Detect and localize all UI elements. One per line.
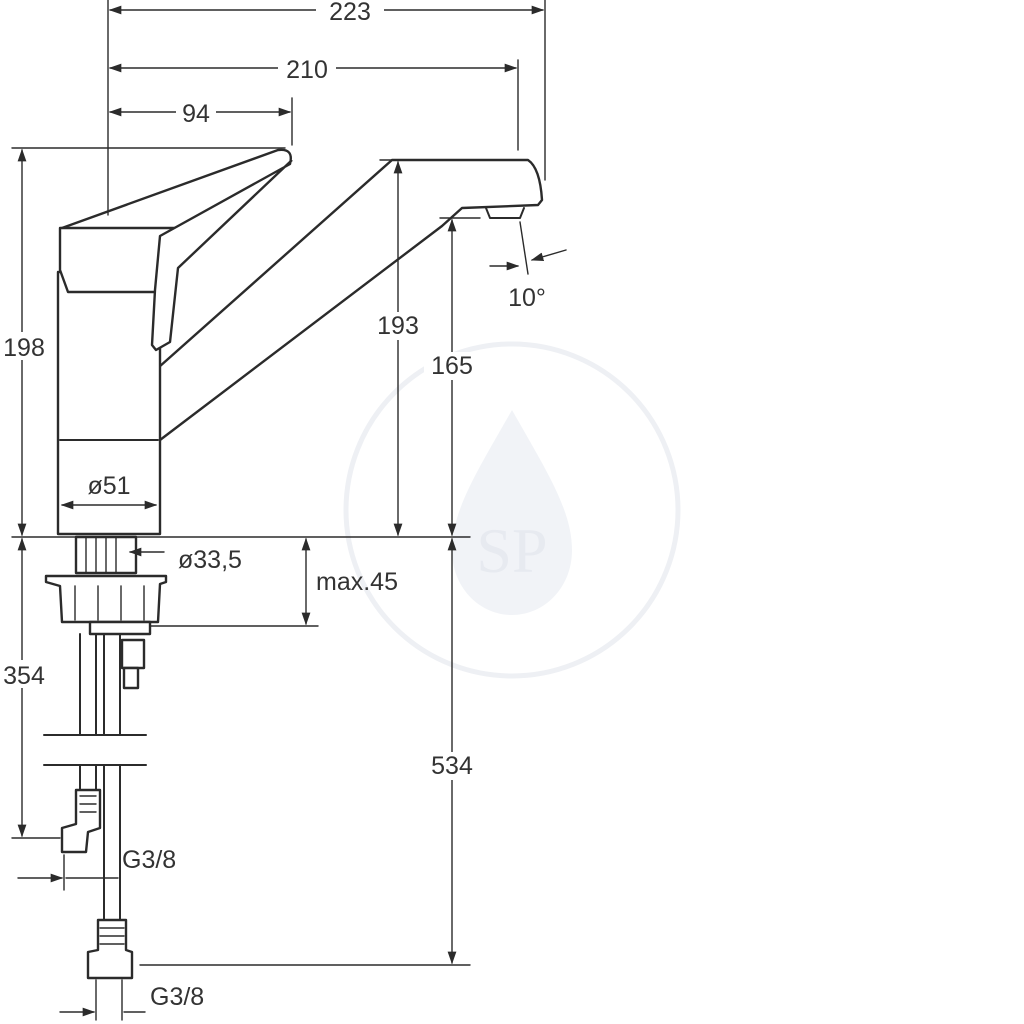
- faucet-cylinder: [56, 270, 162, 536]
- right-hose-fitting: [86, 918, 134, 980]
- mounting-nut: [44, 574, 168, 624]
- label-max-mount: max.45: [316, 568, 398, 596]
- label-right-hose-length: 534: [431, 752, 473, 780]
- dimension-labels: 223 210 94 198 193 165 10° ø51 ø33,5 max…: [3, 0, 546, 1011]
- label-left-hose-length: 354: [3, 662, 45, 690]
- label-spout-angle: 10°: [508, 284, 546, 312]
- label-left-connection: G3/8: [122, 846, 176, 874]
- label-spout-height: 193: [377, 312, 419, 340]
- watermark-logo: SP: [343, 341, 681, 679]
- watermark-text: SP: [476, 515, 547, 586]
- lever-handle: [61, 148, 293, 352]
- faucet-body: [43, 148, 544, 980]
- label-shank-diameter: ø33,5: [178, 546, 242, 574]
- left-hose-fitting: [60, 788, 102, 854]
- label-right-connection: G3/8: [150, 983, 204, 1011]
- label-outlet-height: 165: [431, 352, 473, 380]
- label-body-diameter: ø51: [87, 472, 130, 500]
- aerator: [485, 207, 525, 219]
- label-total-reach: 223: [329, 0, 371, 26]
- label-lever-reach: 94: [182, 100, 210, 128]
- extension-lines: [11, 0, 546, 1021]
- faucet-spout: [148, 158, 544, 442]
- label-spout-reach: 210: [286, 56, 328, 84]
- label-total-height: 198: [3, 334, 45, 362]
